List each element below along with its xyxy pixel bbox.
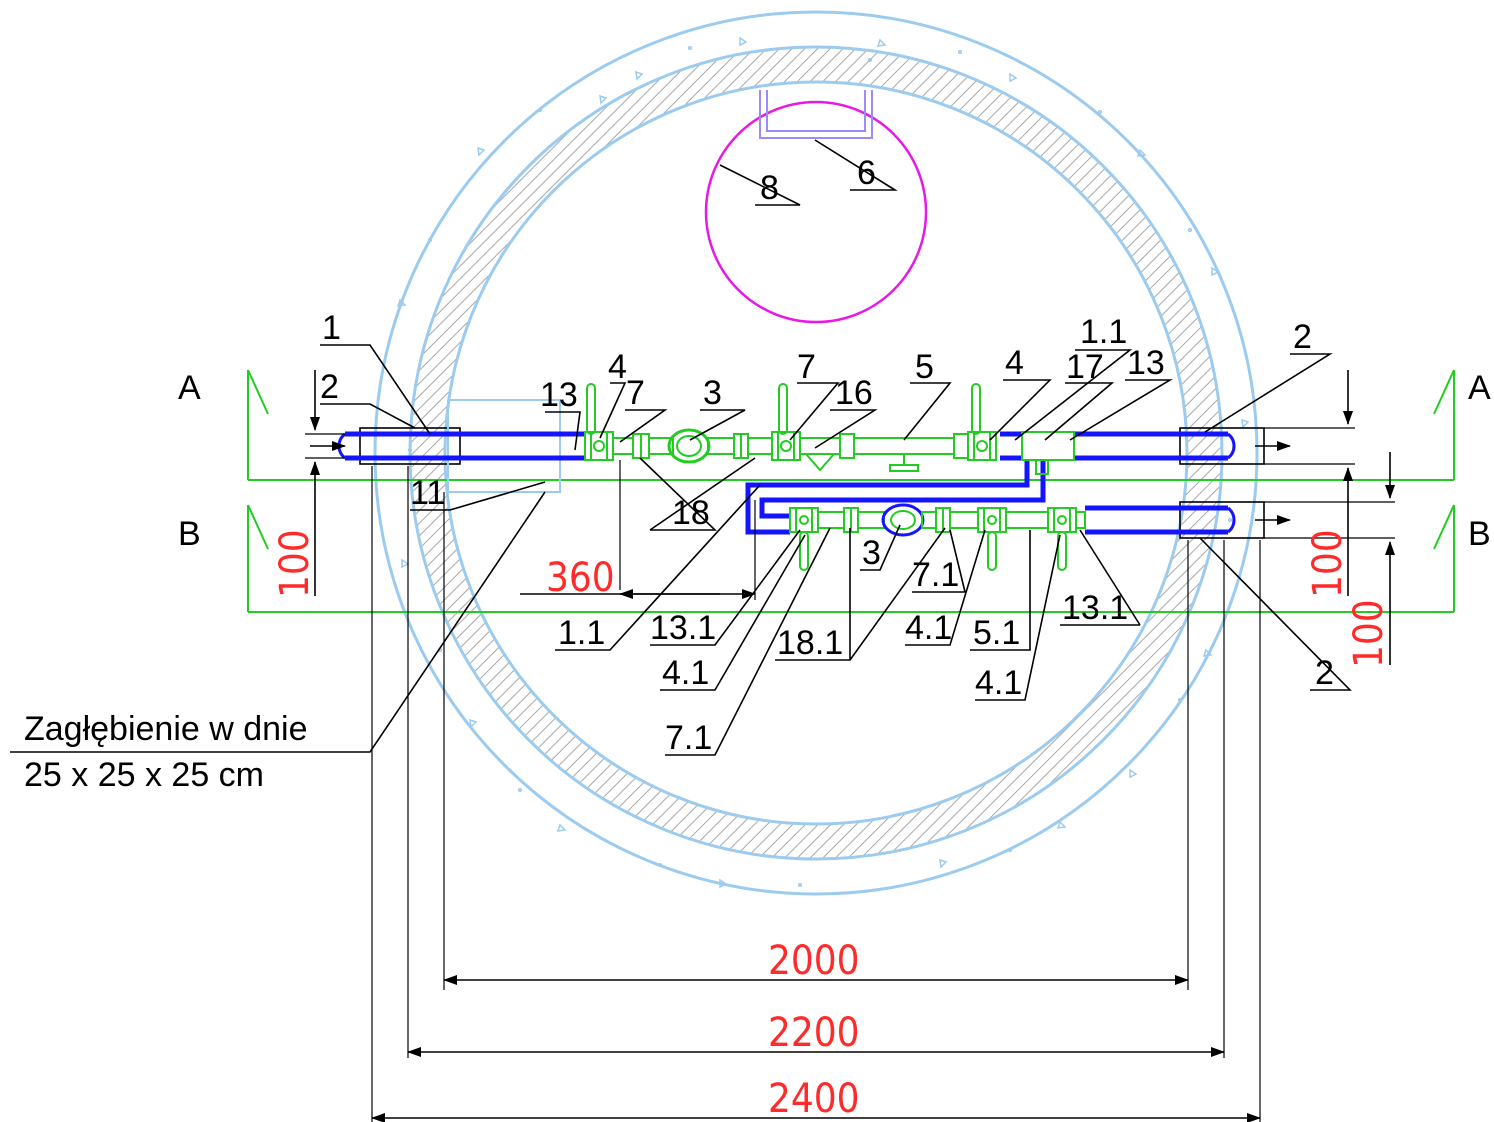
concrete-speckles [396, 36, 1250, 889]
dim-2200: 2200 [768, 1010, 860, 1056]
outer-concrete-ring [373, 10, 1259, 896]
label-2-left: 2 [320, 368, 339, 406]
label-13-right: 13 [1127, 344, 1165, 382]
dim-2000: 2000 [768, 938, 860, 984]
note-line-2: 25 x 25 x 25 cm [24, 756, 264, 794]
flow-arrows [310, 441, 1291, 525]
label-7-1-right: 7.1 [912, 556, 959, 594]
wall-inner-edge [443, 80, 1189, 826]
label-13-left: 13 [540, 376, 578, 414]
pipes [337, 431, 1236, 535]
sump-note: Zagłębienie w dnie 25 x 25 x 25 cm [24, 710, 308, 794]
label-2-right-top: 2 [1293, 318, 1312, 356]
dim-360: 360 [546, 555, 615, 601]
label-4-1-left: 4.1 [662, 654, 709, 692]
label-11: 11 [410, 474, 445, 512]
upper-fittings [584, 383, 1075, 475]
label-17: 17 [1066, 348, 1104, 386]
section-b-right: B [1468, 515, 1491, 553]
label-18-1: 18.1 [777, 624, 843, 662]
label-7-b: 7 [797, 348, 816, 386]
dim-100-right-b: 100 [1346, 599, 1392, 668]
ladder-bracket [759, 90, 873, 139]
dimension-lines [305, 370, 1395, 1122]
section-b-left: B [178, 515, 201, 553]
label-5: 5 [915, 348, 934, 386]
label-7-1-left: 7.1 [665, 719, 712, 757]
label-1-1-bottom: 1.1 [558, 614, 605, 652]
sleeve-inlet [359, 427, 461, 465]
manhole-circle [704, 100, 928, 324]
label-8: 8 [760, 169, 779, 207]
wall-outer-edge [408, 45, 1224, 861]
label-4-1-mid: 4.1 [905, 609, 952, 647]
label-1: 1 [322, 309, 341, 347]
label-2-right-bottom: 2 [1315, 654, 1334, 692]
label-13-1-left: 13.1 [650, 609, 716, 647]
label-4-a: 4 [608, 348, 627, 386]
label-5-1: 5.1 [973, 614, 1020, 652]
label-3-upper: 3 [703, 374, 722, 412]
label-4-b: 4 [1005, 344, 1024, 382]
section-markers: A A B B [178, 369, 1491, 553]
label-7-a: 7 [626, 374, 645, 412]
label-1-1-top: 1.1 [1080, 313, 1127, 351]
label-13-1-right: 13.1 [1062, 589, 1128, 627]
manhole-opening [704, 90, 928, 324]
section-a-left: A [178, 369, 201, 407]
label-4-1-right: 4.1 [975, 664, 1022, 702]
dim-2400: 2400 [768, 1076, 860, 1122]
label-3-lower: 3 [862, 534, 881, 572]
lower-fittings [789, 503, 1086, 571]
section-a-right: A [1468, 369, 1491, 407]
label-16: 16 [835, 374, 873, 412]
dim-100-left: 100 [272, 529, 318, 598]
note-line-1: Zagłębienie w dnie [24, 710, 308, 748]
part-labels: 1 2 13 4 7 3 7 16 5 4 1.1 17 13 2 8 6 11… [320, 154, 1334, 757]
label-18: 18 [672, 494, 710, 532]
sump-recess [447, 399, 561, 493]
leader-lines [10, 139, 1352, 756]
dimension-values: 360 2000 2200 2400 100 100 100 [272, 529, 1392, 1122]
label-6: 6 [857, 154, 876, 192]
chamber-rings [373, 10, 1259, 896]
dim-100-right-a: 100 [1305, 529, 1351, 598]
